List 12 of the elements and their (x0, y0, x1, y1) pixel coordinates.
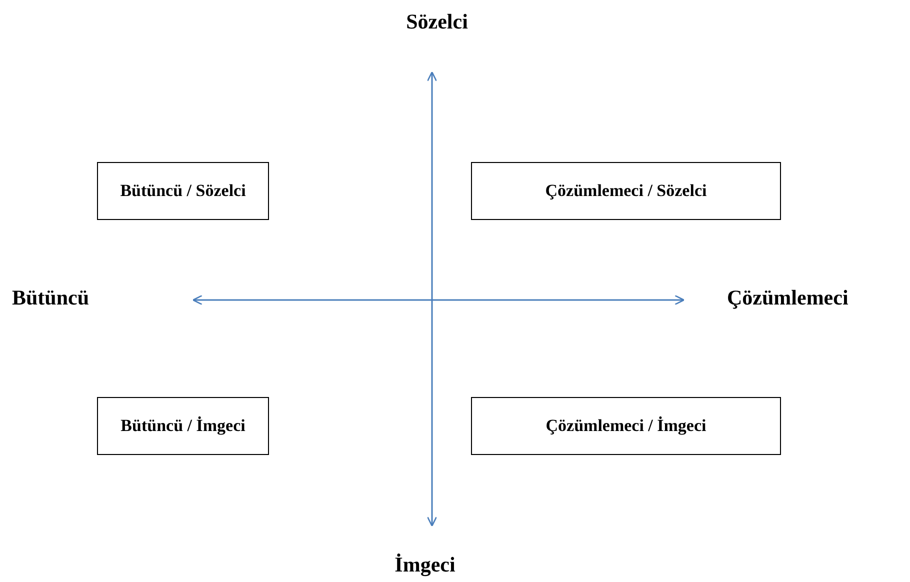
axis-label: Çözümlemeci (727, 286, 848, 310)
box-label: Çözümlemeci / İmgeci (546, 416, 706, 436)
quadrant-box (97, 162, 269, 220)
box-label: Bütüncü / İmgeci (120, 416, 246, 436)
quadrant-box (471, 162, 781, 220)
axis-label: Sözelci (406, 10, 468, 34)
quadrant-box (97, 397, 269, 455)
box-label: Çözümlemeci / Sözelci (545, 181, 707, 201)
axis-label: İmgeci (394, 552, 456, 578)
quadrant-box (471, 397, 781, 455)
box-label: Bütüncü / Sözelci (120, 181, 246, 201)
axis-label: Bütüncü (12, 286, 90, 310)
